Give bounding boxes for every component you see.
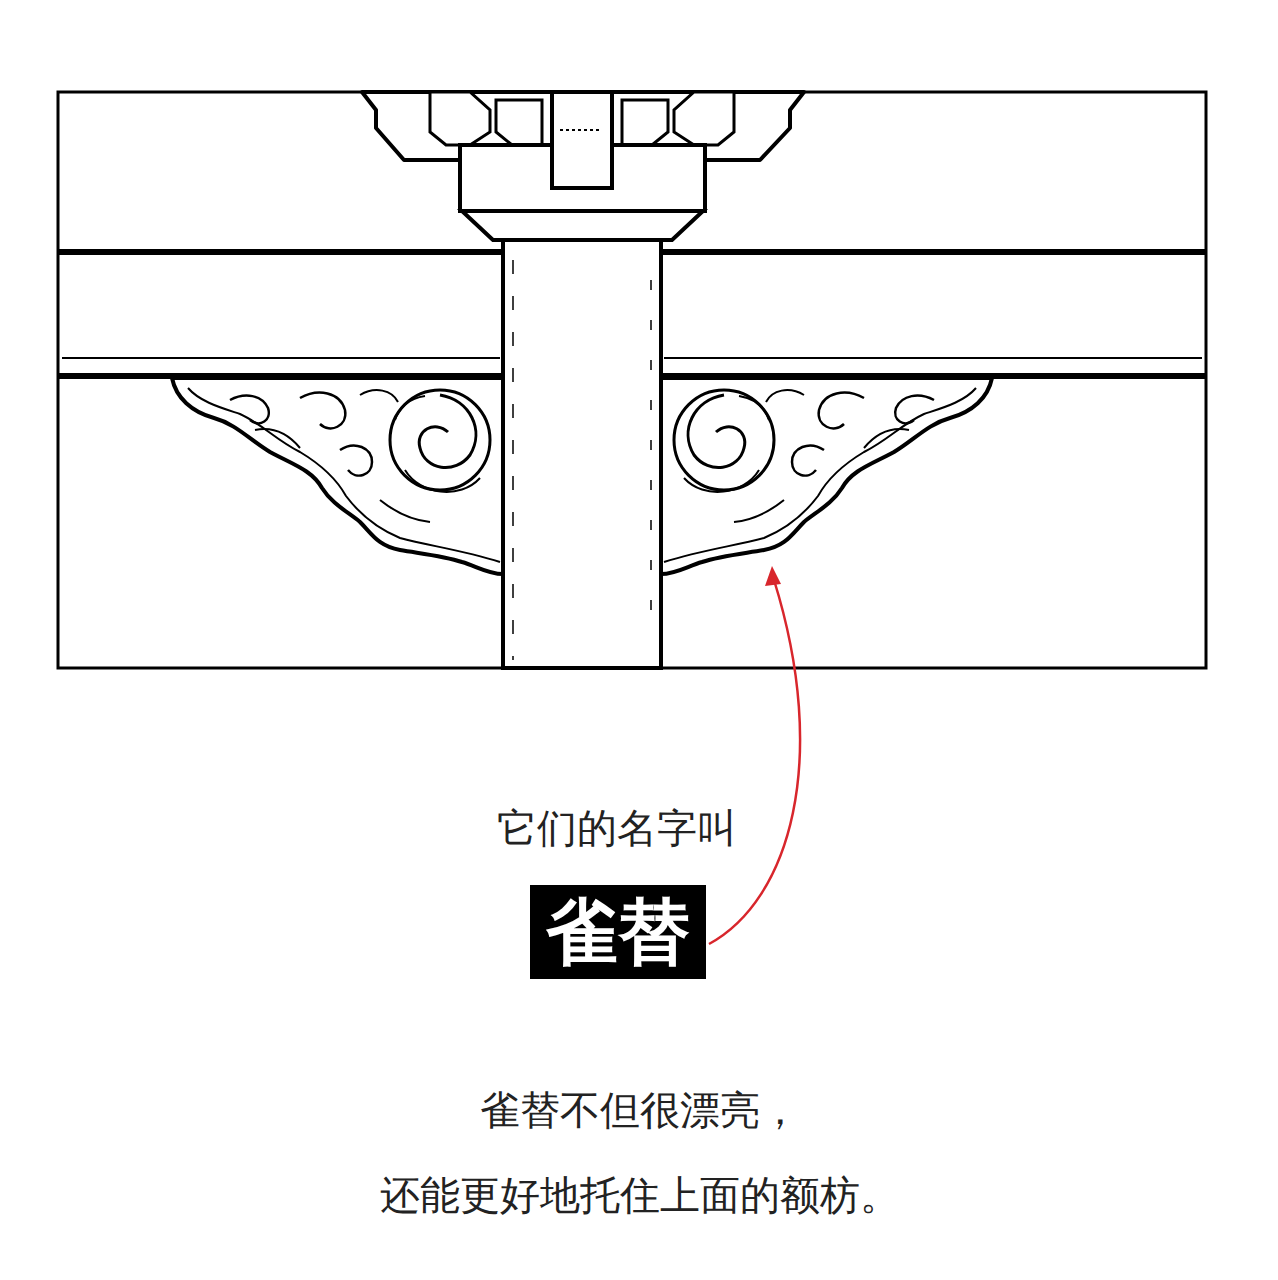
term-box: 雀替 [530, 885, 706, 979]
arrow-head [765, 566, 781, 586]
caption-text: 还能更好地托住上面的额枋。 [380, 1171, 900, 1219]
caption-text: 它们的名字叫 [497, 804, 737, 852]
caption-text: 雀替不但很漂亮， [480, 1086, 800, 1134]
term-text: 雀替 [546, 896, 690, 968]
leader-arrow [709, 580, 800, 944]
